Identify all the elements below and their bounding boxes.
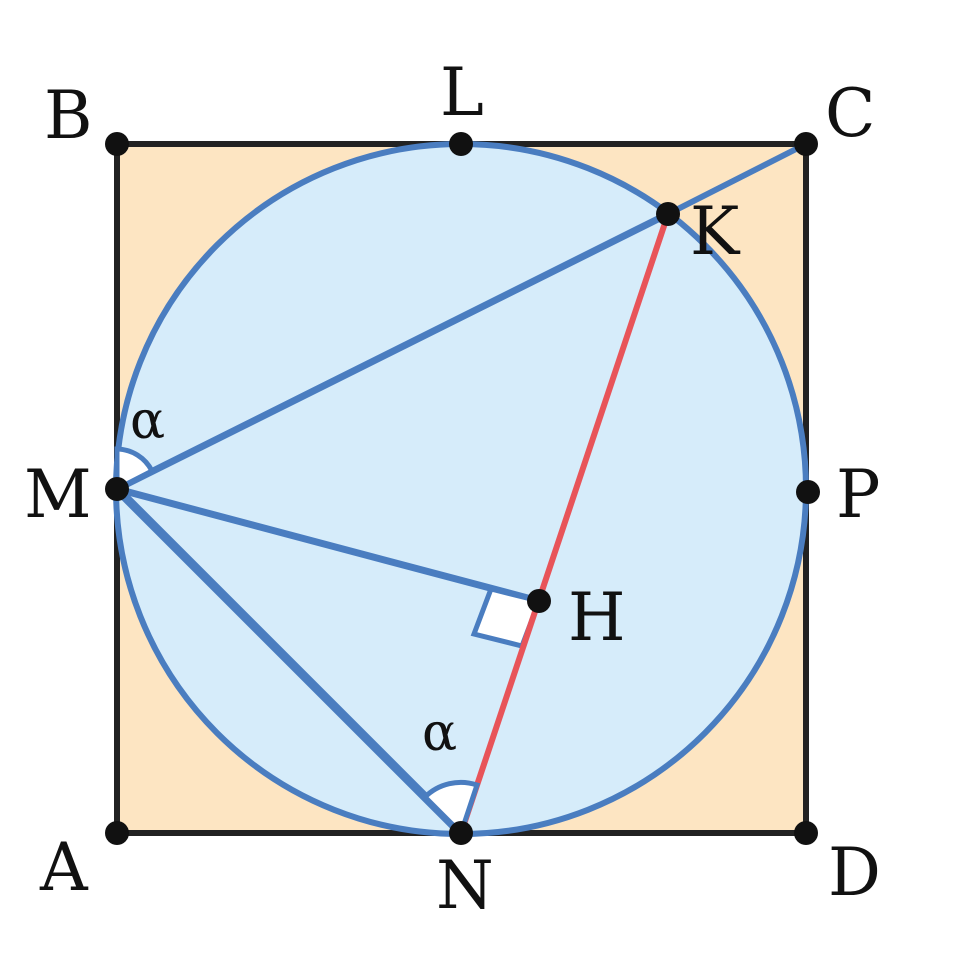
point-n bbox=[449, 821, 473, 845]
angle-arc-n bbox=[421, 779, 481, 838]
label-h: H bbox=[568, 579, 626, 656]
label-p: P bbox=[836, 456, 880, 533]
point-p bbox=[796, 480, 820, 504]
label-m: M bbox=[24, 456, 92, 533]
label-l: L bbox=[440, 54, 484, 131]
segment-mn bbox=[113, 485, 465, 837]
angle-arc-m bbox=[114, 446, 156, 494]
point-d bbox=[794, 821, 818, 845]
label-b: B bbox=[44, 77, 93, 154]
label-k: K bbox=[690, 193, 741, 270]
label-c: C bbox=[825, 75, 876, 152]
point-b bbox=[105, 132, 129, 156]
label-a: A bbox=[39, 829, 89, 906]
segment-nk bbox=[458, 213, 671, 834]
point-m bbox=[105, 477, 129, 501]
angle-label-m: α bbox=[130, 391, 165, 451]
point-h bbox=[527, 589, 551, 613]
point-c bbox=[794, 132, 818, 156]
segment-kc bbox=[666, 141, 808, 217]
segment-mh bbox=[116, 485, 540, 605]
chord-mk bbox=[115, 210, 670, 493]
label-d: D bbox=[828, 834, 881, 911]
label-n: N bbox=[436, 847, 494, 924]
point-k bbox=[656, 202, 680, 226]
point-l bbox=[449, 132, 473, 156]
point-a bbox=[105, 821, 129, 845]
angle-label-n: α bbox=[422, 703, 457, 763]
